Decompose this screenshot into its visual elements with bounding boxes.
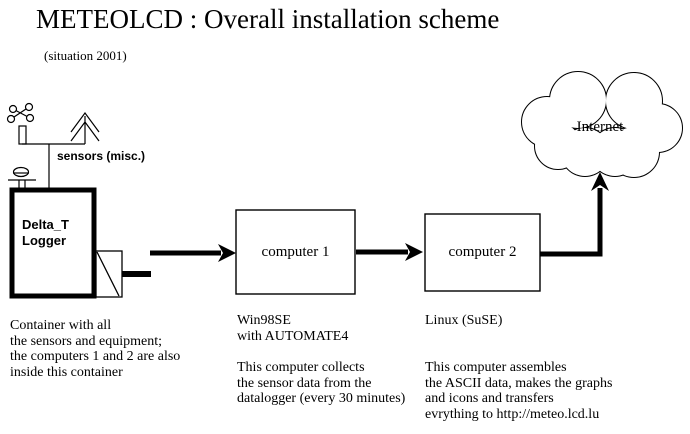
antenna-icon — [70, 111, 100, 144]
pyranometer-icon — [8, 166, 36, 188]
computer1-description-note: This computer collects the sensor data f… — [237, 360, 406, 406]
page-subtitle: (situation 2001) — [44, 48, 127, 63]
computer1-box — [235, 209, 356, 295]
page-title: METEOLCD : Overall installation scheme — [36, 4, 500, 34]
anemometer-icon — [6, 102, 35, 145]
container-note: Container with all the sensors and equip… — [10, 318, 181, 380]
interface-box — [95, 250, 123, 298]
internet-label: Internet — [576, 119, 624, 135]
computer1-os-note: Win98SE with AUTOMATE4 — [237, 313, 349, 344]
internet-cloud-icon — [521, 71, 683, 178]
arrow-right-icon-1 — [150, 244, 236, 262]
computer1-label: computer 1 — [261, 243, 330, 260]
arrow-right-icon-2 — [356, 243, 423, 261]
sensors-label: sensors (misc.) — [57, 149, 146, 163]
sensor-wires — [22, 143, 85, 188]
computer2-label: computer 2 — [448, 244, 517, 260]
arrow-up-to-internet — [540, 172, 609, 257]
computer2-box — [424, 213, 541, 292]
computer2-description-note: This computer assembles the ASCII data, … — [425, 360, 613, 422]
computer2-os-note: Linux (SuSE) — [425, 313, 503, 328]
logger-box — [9, 187, 97, 299]
logger-label: Delta_T Logger — [22, 217, 69, 248]
